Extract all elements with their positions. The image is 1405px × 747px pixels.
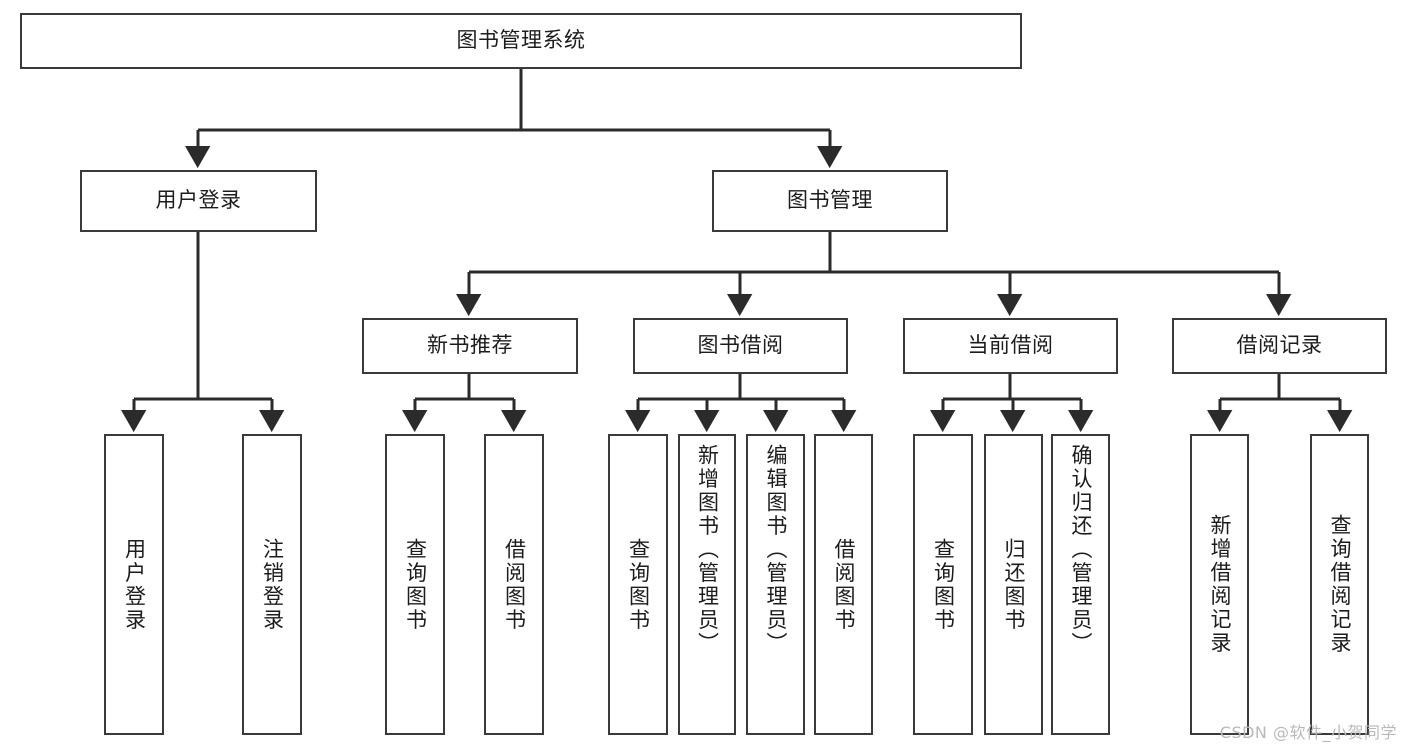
node-leaf-add-record-label: 新增借阅记录 xyxy=(1208,514,1232,655)
node-leaf-return-book-label: 归还图书 xyxy=(1002,537,1026,632)
node-leaf-edit-book-label: 编辑图书（管理员） xyxy=(764,444,788,656)
node-leaf-query-book-2[interactable]: 查询图书 xyxy=(608,434,668,735)
node-current-borrow-label: 当前借阅 xyxy=(967,333,1054,358)
node-root-label: 图书管理系统 xyxy=(456,28,586,53)
node-leaf-query-book-2-label: 查询图书 xyxy=(626,537,651,632)
node-book-borrow-label: 图书借阅 xyxy=(697,333,784,358)
node-root[interactable]: 图书管理系统 xyxy=(20,13,1022,69)
node-leaf-borrow-book-2[interactable]: 借阅图书 xyxy=(814,434,873,735)
node-new-book-rec[interactable]: 新书推荐 xyxy=(362,318,578,374)
node-leaf-borrow-book-2-label: 借阅图书 xyxy=(832,537,856,632)
node-leaf-query-book-1[interactable]: 查询图书 xyxy=(385,434,445,735)
node-user-login[interactable]: 用户登录 xyxy=(80,170,317,232)
node-leaf-add-book-label: 新增图书（管理员） xyxy=(695,444,720,656)
node-leaf-add-book[interactable]: 新增图书（管理员） xyxy=(678,434,736,735)
node-leaf-query-record[interactable]: 查询借阅记录 xyxy=(1310,434,1369,735)
node-book-manage[interactable]: 图书管理 xyxy=(712,170,948,232)
node-leaf-return-book[interactable]: 归还图书 xyxy=(984,434,1043,735)
node-leaf-user-login[interactable]: 用户登录 xyxy=(104,434,164,735)
node-borrow-record[interactable]: 借阅记录 xyxy=(1172,318,1387,374)
node-leaf-logout[interactable]: 注销登录 xyxy=(242,434,302,735)
node-leaf-borrow-book-1[interactable]: 借阅图书 xyxy=(484,434,544,735)
node-leaf-query-record-label: 查询借阅记录 xyxy=(1328,514,1352,655)
node-current-borrow[interactable]: 当前借阅 xyxy=(903,318,1118,374)
node-book-manage-label: 图书管理 xyxy=(787,188,873,213)
node-leaf-query-book-3[interactable]: 查询图书 xyxy=(913,434,973,735)
node-leaf-query-book-1-label: 查询图书 xyxy=(403,537,428,632)
node-leaf-borrow-book-1-label: 借阅图书 xyxy=(502,537,527,632)
node-leaf-confirm-return[interactable]: 确认归还（管理员） xyxy=(1051,434,1110,735)
node-leaf-edit-book[interactable]: 编辑图书（管理员） xyxy=(746,434,805,735)
node-new-book-rec-label: 新书推荐 xyxy=(427,333,513,358)
node-book-borrow[interactable]: 图书借阅 xyxy=(633,318,848,374)
node-leaf-add-record[interactable]: 新增借阅记录 xyxy=(1190,434,1249,735)
node-borrow-record-label: 借阅记录 xyxy=(1236,333,1323,358)
csdn-watermark: CSDN @软件_小贺同学 xyxy=(1219,723,1397,742)
node-leaf-query-book-3-label: 查询图书 xyxy=(931,537,956,632)
node-leaf-confirm-return-label: 确认归还（管理员） xyxy=(1069,444,1093,656)
node-leaf-user-login-label: 用户登录 xyxy=(122,537,147,632)
node-leaf-logout-label: 注销登录 xyxy=(260,537,285,632)
node-user-login-label: 用户登录 xyxy=(155,188,242,213)
